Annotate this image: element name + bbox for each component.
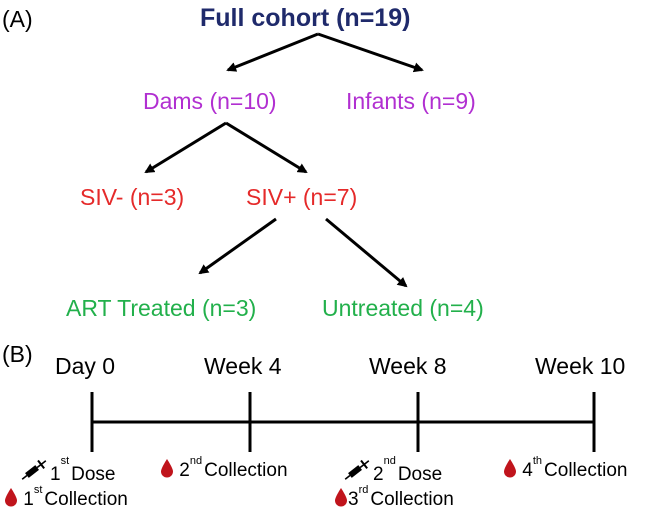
timeline-label-week10: Week 10	[535, 353, 626, 379]
timeline-label-week8: Week 8	[369, 353, 447, 379]
event-first-dose: 1stDose	[18, 456, 116, 486]
panel-label-b: (B)	[2, 341, 33, 367]
node-infants: Infants (n=9)	[346, 88, 476, 114]
timeline-label-week4: Week 4	[204, 353, 282, 379]
arrow-sivpos-to-untreated	[325, 217, 408, 288]
node-full-cohort: Full cohort (n=19)	[200, 4, 411, 32]
blood-drop-icon	[334, 487, 348, 510]
node-siv-negative: SIV- (n=3)	[80, 184, 185, 210]
node-art-treated: ART Treated (n=3)	[66, 295, 257, 321]
node-untreated: Untreated (n=4)	[322, 295, 484, 321]
arrow-cohort-to-infants	[317, 32, 424, 73]
arrow-dams-to-sivpos	[225, 121, 308, 174]
timeline-label-day0: Day 0	[55, 353, 116, 379]
panel-label-a: (A)	[2, 6, 33, 32]
arrow-sivpos-to-art	[198, 217, 277, 275]
arrow-cohort-to-dams	[226, 32, 319, 72]
node-dams: Dams (n=10)	[143, 88, 277, 114]
node-siv-positive: SIV+ (n=7)	[246, 184, 358, 210]
blood-drop-icon	[4, 487, 18, 510]
arrow-dams-to-sivneg	[144, 121, 227, 174]
blood-drop-icon	[160, 458, 174, 482]
event-second-dose: 2ndDose	[341, 456, 442, 486]
syringe-icon	[18, 458, 50, 486]
syringe-icon	[341, 458, 373, 486]
blood-drop-icon	[503, 458, 517, 482]
